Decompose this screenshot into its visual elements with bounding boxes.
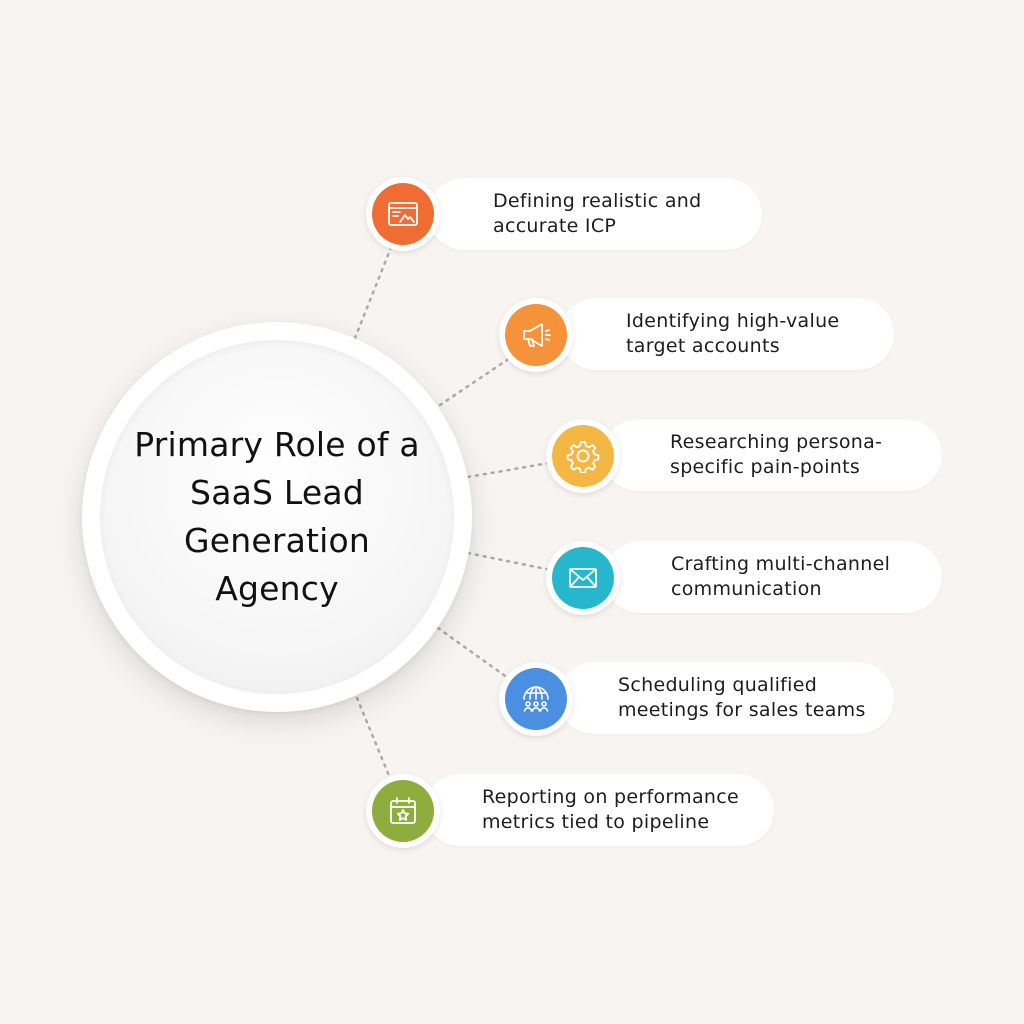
item-3-label: Researching persona- specific pain-point… xyxy=(670,431,883,478)
item-6-node xyxy=(366,774,440,848)
item-2-icon-circle xyxy=(505,304,567,366)
megaphone-icon xyxy=(523,323,551,347)
center-hub: Primary Role of a SaaS Lead Generation A… xyxy=(82,322,472,712)
item-6-icon-circle xyxy=(372,780,434,842)
item-1-label: Defining realistic and accurate ICP xyxy=(493,190,702,237)
envelope-icon xyxy=(569,568,597,588)
connector-2 xyxy=(438,358,509,407)
calendar-star-icon xyxy=(390,797,416,824)
item-3-node xyxy=(546,419,620,493)
item-6-pill: Reporting on performance metrics tied to… xyxy=(424,774,774,846)
item-5-label: Scheduling qualified meetings for sales … xyxy=(618,674,866,721)
gear-icon xyxy=(566,441,600,473)
item-1-icon-circle xyxy=(372,183,434,245)
item-4-icon-circle xyxy=(552,547,614,609)
connector-3 xyxy=(466,461,551,479)
globe-people-icon xyxy=(523,686,549,712)
item-2-node xyxy=(499,298,573,372)
item-1-pill: Defining realistic and accurate ICP xyxy=(428,178,762,250)
center-hub-inner: Primary Role of a SaaS Lead Generation A… xyxy=(100,340,454,694)
center-title: Primary Role of a SaaS Lead Generation A… xyxy=(134,425,420,608)
connector-5 xyxy=(436,626,510,680)
browser-chart-icon xyxy=(388,202,418,226)
item-4-pill: Crafting multi-channel communication xyxy=(604,541,942,613)
item-3-pill: Researching persona- specific pain-point… xyxy=(602,419,942,491)
connector-1 xyxy=(353,243,394,340)
item-5-pill: Scheduling qualified meetings for sales … xyxy=(558,662,894,734)
connector-6 xyxy=(355,696,392,780)
item-3-icon-circle xyxy=(552,425,614,487)
item-6-label: Reporting on performance metrics tied to… xyxy=(482,786,739,833)
item-2-pill: Identifying high-value target accounts xyxy=(560,298,894,370)
connector-4 xyxy=(466,551,553,572)
item-5-node xyxy=(499,662,573,736)
item-4-node xyxy=(546,541,620,615)
item-2-label: Identifying high-value target accounts xyxy=(626,310,840,357)
item-4-label: Crafting multi-channel communication xyxy=(671,553,891,600)
item-5-icon-circle xyxy=(505,668,567,730)
item-1-node xyxy=(366,177,440,251)
